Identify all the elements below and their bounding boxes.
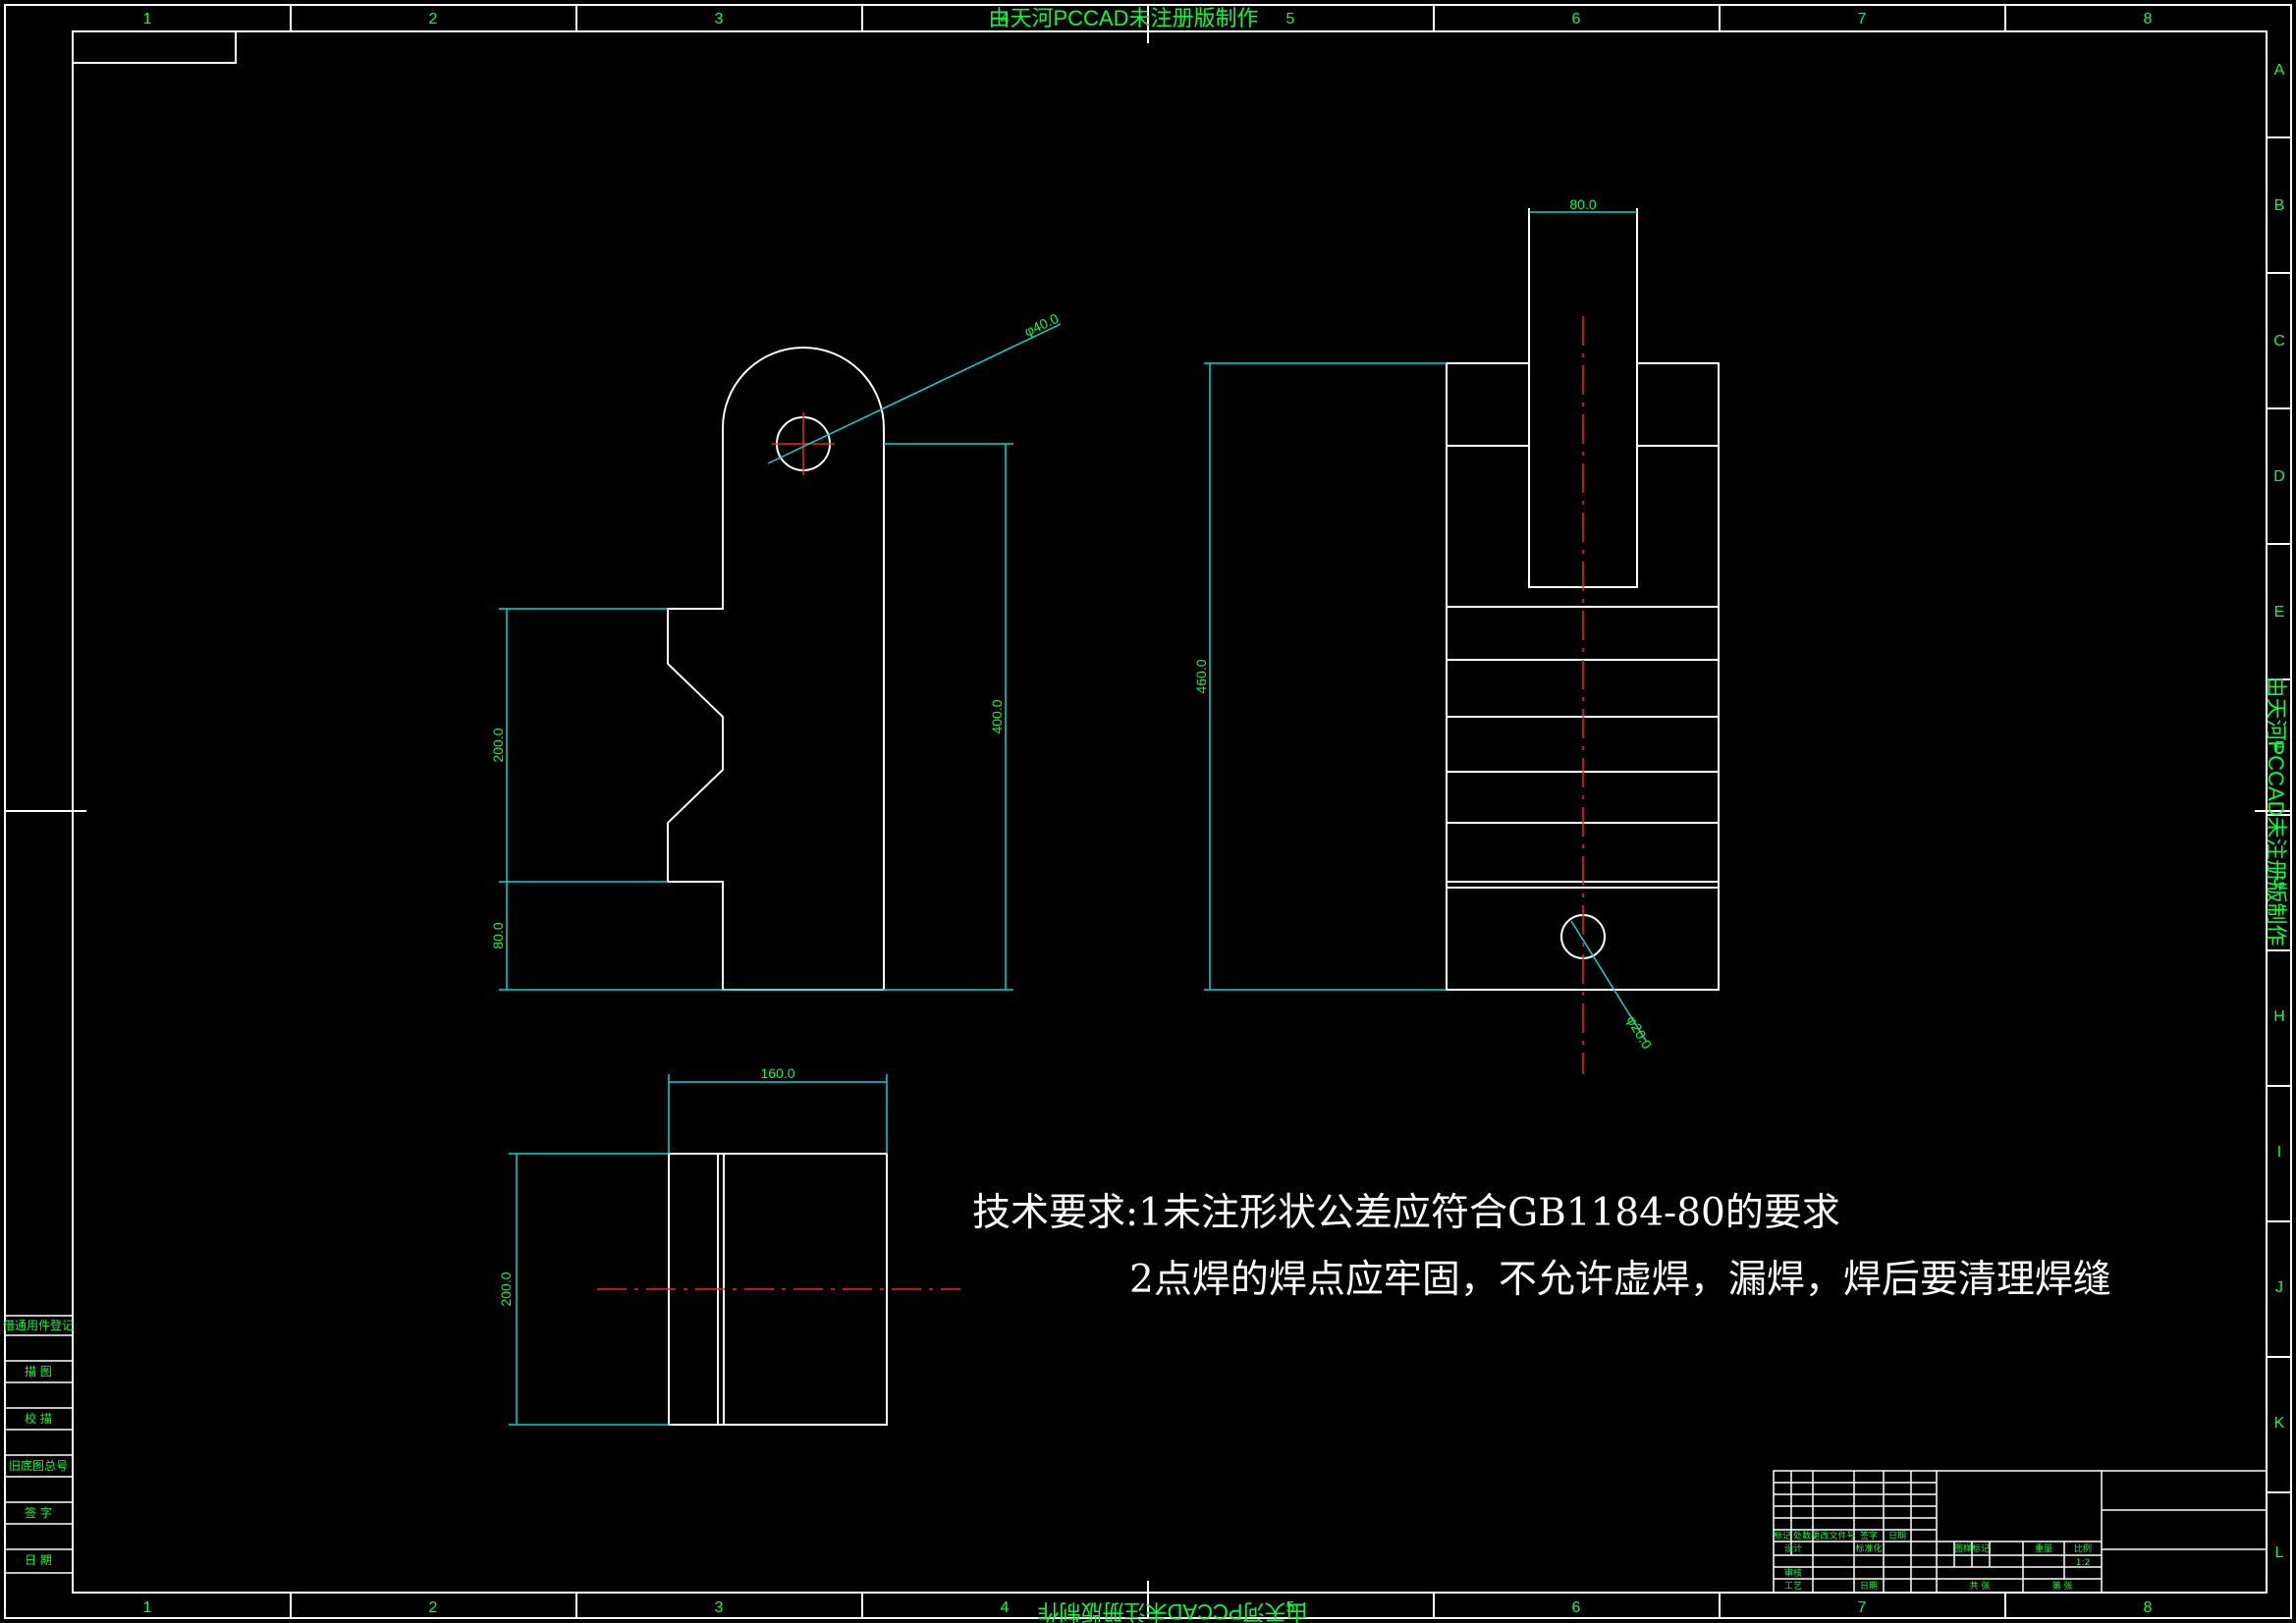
zone-col-2: 2 bbox=[429, 11, 438, 27]
watermark-right: 由天河PCCAD未注册版制作 bbox=[2264, 676, 2288, 946]
drawing-frame bbox=[4, 4, 2292, 1619]
tb-design: 设计 bbox=[1784, 1542, 1802, 1554]
tb-sheet-no: 第 张 bbox=[2052, 1580, 2073, 1592]
tb-count: 处数 bbox=[1793, 1530, 1811, 1542]
dim-height-80: 80.0 bbox=[490, 922, 506, 948]
tb-total-sheets: 共 张 bbox=[1970, 1581, 1991, 1592]
tb-mark: 标记 bbox=[1774, 1530, 1791, 1542]
zone-row-b: B bbox=[2274, 197, 2285, 214]
tb-date-2: 日期 bbox=[1860, 1581, 1878, 1592]
side-label-1: 描 图 bbox=[25, 1365, 52, 1379]
side-label-0: 借通用件登记 bbox=[3, 1318, 74, 1332]
zone-col-2-bottom: 2 bbox=[429, 1599, 438, 1616]
zone-col-5-bottom: 5 bbox=[1286, 1599, 1295, 1616]
side-label-2: 校 描 bbox=[25, 1411, 52, 1426]
tb-standardization: 标准化 bbox=[1855, 1542, 1882, 1554]
tb-sign: 签字 bbox=[1860, 1530, 1878, 1542]
watermark-top: 由天河PCCAD未注册版制作 bbox=[988, 6, 1258, 30]
zone-col-1-bottom: 1 bbox=[143, 1599, 152, 1616]
watermark-bottom: 由天河PCCAD未注册版制作 bbox=[1037, 1599, 1307, 1623]
zone-col-6-bottom: 6 bbox=[1572, 1599, 1581, 1616]
zone-col-5: 5 bbox=[1286, 11, 1295, 27]
side-registration-table bbox=[4, 1315, 74, 1574]
title-block bbox=[1773, 1470, 2268, 1594]
dim-diameter-40: φ40.0 bbox=[1022, 310, 1062, 340]
technical-requirements-line-2: 2点焊的焊点应牢固，不允许虚焊，漏焊，焊后要清理焊缝 bbox=[1129, 1258, 2111, 1302]
front-view-dimensions bbox=[499, 323, 1062, 991]
zone-col-8-bottom: 8 bbox=[2144, 1599, 2153, 1616]
zone-column-labels-top: 1 2 3 4 5 6 7 8 bbox=[143, 11, 2153, 27]
technical-requirements-line-1: 技术要求:1未注形状公差应符合GB1184-80的要求 bbox=[972, 1191, 1840, 1235]
zone-row-labels: A B C D E F G H I J K L bbox=[2273, 62, 2285, 1561]
dim-height-400: 400.0 bbox=[989, 699, 1005, 733]
zone-col-3-bottom: 3 bbox=[715, 1599, 724, 1616]
side-label-3: 旧底图总号 bbox=[9, 1458, 68, 1473]
dim-width-80: 80.0 bbox=[1569, 196, 1596, 212]
zone-row-i: I bbox=[2277, 1144, 2281, 1161]
zone-row-k: K bbox=[2274, 1415, 2285, 1432]
tb-weight: 重量 bbox=[2035, 1542, 2052, 1554]
front-view-outline bbox=[667, 347, 885, 991]
side-view-dimensions bbox=[1204, 211, 1647, 1042]
zone-row-g: G bbox=[2273, 875, 2285, 892]
tb-review: 审核 bbox=[1784, 1567, 1802, 1579]
zone-row-f: F bbox=[2274, 739, 2284, 756]
dim-height-200-top-view: 200.0 bbox=[498, 1271, 514, 1306]
zone-col-1: 1 bbox=[143, 11, 152, 27]
side-label-4: 签 字 bbox=[25, 1505, 52, 1520]
zone-col-7-bottom: 7 bbox=[1858, 1599, 1867, 1616]
zone-col-7: 7 bbox=[1858, 11, 1867, 27]
zone-column-labels-bottom: 1 2 3 4 5 6 7 8 bbox=[143, 1599, 2153, 1616]
tb-scale: 比例 bbox=[2074, 1542, 2092, 1554]
zone-col-4: 4 bbox=[1001, 11, 1010, 27]
side-label-5: 日 期 bbox=[25, 1553, 52, 1567]
tb-scale-value: 1:2 bbox=[2076, 1558, 2090, 1568]
zone-col-8: 8 bbox=[2144, 11, 2153, 27]
dim-height-460: 460.0 bbox=[1193, 659, 1209, 693]
zone-row-l: L bbox=[2275, 1544, 2284, 1561]
zone-col-3: 3 bbox=[715, 11, 724, 27]
zone-row-a: A bbox=[2274, 62, 2285, 79]
zone-row-d: D bbox=[2273, 468, 2285, 485]
zone-col-4-bottom: 4 bbox=[1001, 1599, 1010, 1616]
tb-process: 工艺 bbox=[1784, 1581, 1802, 1592]
zone-row-c: C bbox=[2273, 333, 2285, 350]
zone-row-j: J bbox=[2275, 1279, 2283, 1296]
zone-row-e: E bbox=[2274, 604, 2285, 621]
zone-row-h: H bbox=[2273, 1008, 2285, 1025]
title-block-labels: 标记 处数 更改文件号 签字 日期 设计 标准化 图样标记 重量 比例 审核 工… bbox=[1774, 1530, 2092, 1592]
side-registration-labels: 借通用件登记 描 图 校 描 旧底图总号 签 字 日 期 bbox=[3, 1318, 74, 1567]
top-view-dimensions bbox=[509, 1074, 888, 1426]
zone-ticks bbox=[5, 5, 2291, 1618]
dim-height-200: 200.0 bbox=[490, 728, 506, 762]
zone-col-6: 6 bbox=[1572, 11, 1581, 27]
tb-date: 日期 bbox=[1888, 1531, 1906, 1542]
front-view-centerlines bbox=[772, 412, 835, 475]
dim-width-160: 160.0 bbox=[760, 1065, 794, 1081]
dim-diameter-20: φ20.0 bbox=[1623, 1013, 1655, 1053]
tb-drawing-mark: 图样标记 bbox=[1954, 1542, 1990, 1554]
tb-change-doc: 更改文件号 bbox=[1811, 1530, 1855, 1542]
